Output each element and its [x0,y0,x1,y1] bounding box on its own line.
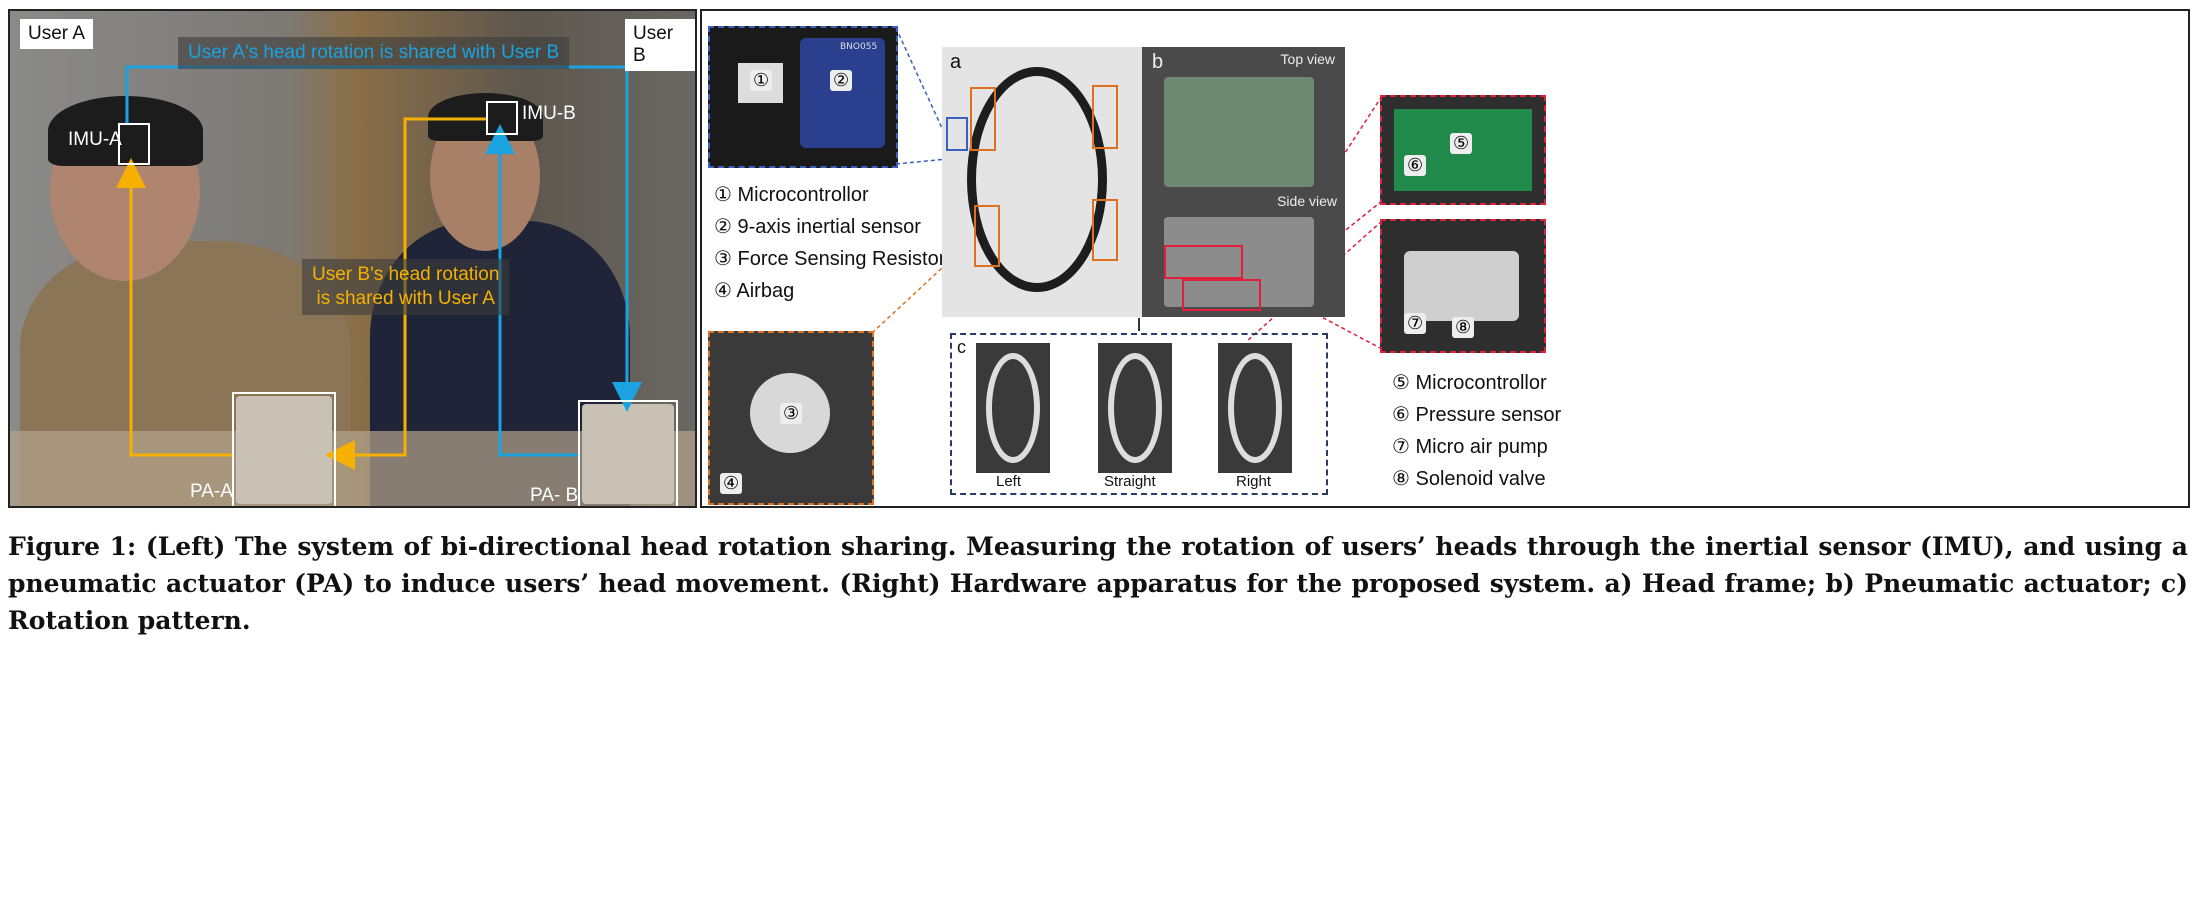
legend-item: ② 9-axis inertial sensor [714,216,921,238]
imu-box [946,117,968,151]
panel-b-label: b [1152,51,1164,73]
side-box-1 [1164,245,1243,279]
a-to-b-caption: User A's head rotation is shared with Us… [178,37,570,69]
sensor-board [800,38,885,148]
marker-3: ③ [780,403,803,424]
pattern-left-photo [976,343,1050,473]
airbag-box-2 [1092,85,1118,149]
imu-b-label: IMU-B [522,103,576,124]
force-sensor-inset: ③ ④ [708,331,874,505]
legend-item: ① Microcontrollor [714,184,869,206]
marker-7: ⑦ [1404,313,1427,334]
b-to-a-caption: User B's head rotation is shared with Us… [302,259,510,315]
pa-b-box [578,400,678,506]
system-overview-photo: User A User B User A's head rotation is … [8,9,697,508]
actuator-legend: ⑤ Microcontrollor ⑥ Pressure sensor ⑦ Mi… [1392,367,1561,495]
pattern-left-label: Left [996,473,1022,490]
legend-item: ⑦ Micro air pump [1392,436,1548,458]
pa-b-device [582,404,674,504]
marker-6: ⑥ [1404,155,1427,176]
headframe-legend: ① Microcontrollor ② 9-axis inertial sens… [714,179,945,307]
imu-a-box [118,123,150,165]
head-frame-photo: a [942,47,1142,317]
pump-valve-inset: ⑦ ⑧ [1380,219,1546,353]
pa-a-device [236,396,332,504]
imu-b-box [486,101,518,135]
legend-item: ⑧ Solenoid valve [1392,468,1546,490]
head-frame-ring [967,67,1107,292]
hardware-apparatus-panel: BNO055 ① ② ① Microcontrollor ② 9-axis in… [700,9,2190,508]
side-view-device [1164,217,1314,307]
pattern-straight-photo [1098,343,1172,473]
airbag-box-3 [974,205,1000,267]
pattern-right-label: Right [1236,473,1272,490]
figure-caption: Figure 1: (Left) The system of bi-direct… [8,532,2188,635]
marker-5: ⑤ [1450,133,1473,154]
chip-text: BNO055 [840,42,878,52]
microcontroller-inset: BNO055 ① ② [708,26,898,168]
top-view-label: Top view [1280,51,1335,67]
imu-a-label: IMU-A [68,129,122,150]
pumps [1404,251,1519,321]
pa-b-feed-arrow [485,124,578,457]
user-a-label: User A [20,19,94,49]
pattern-right-photo [1218,343,1292,473]
legend-item: ④ Airbag [714,280,795,302]
pa-a-label: PA-A [190,481,233,502]
airbag-box-4 [1092,199,1118,261]
marker-1: ① [750,70,773,91]
marker-4: ④ [720,473,743,494]
panel-a-label: a [950,51,962,73]
side-box-2 [1182,279,1261,311]
marker-8: ⑧ [1452,317,1475,338]
panel-c-label: c [957,337,966,357]
pa-b-label: PA- B [530,485,579,506]
legend-item: ③ Force Sensing Resistor [714,248,946,270]
legend-item: ⑥ Pressure sensor [1392,404,1562,426]
b-to-a-line2: is shared with User A [316,288,495,309]
rotation-pattern-box: c Left Straight Right [950,333,1328,495]
airbag-box-1 [970,87,996,151]
actuator-photo: b Top view Side view [1142,47,1345,317]
marker-2: ② [830,70,853,91]
top-view-device [1164,77,1314,187]
user-b-label: User B [625,19,695,71]
pattern-straight-label: Straight [1104,473,1156,490]
pa-a-feed-arrow [116,158,232,457]
b-to-a-line1: User B's head rotation [312,264,500,285]
legend-item: ⑤ Microcontrollor [1392,372,1547,394]
side-view-label: Side view [1277,193,1337,209]
pa-a-box [232,392,336,506]
control-board-inset: ⑤ ⑥ [1380,95,1546,205]
